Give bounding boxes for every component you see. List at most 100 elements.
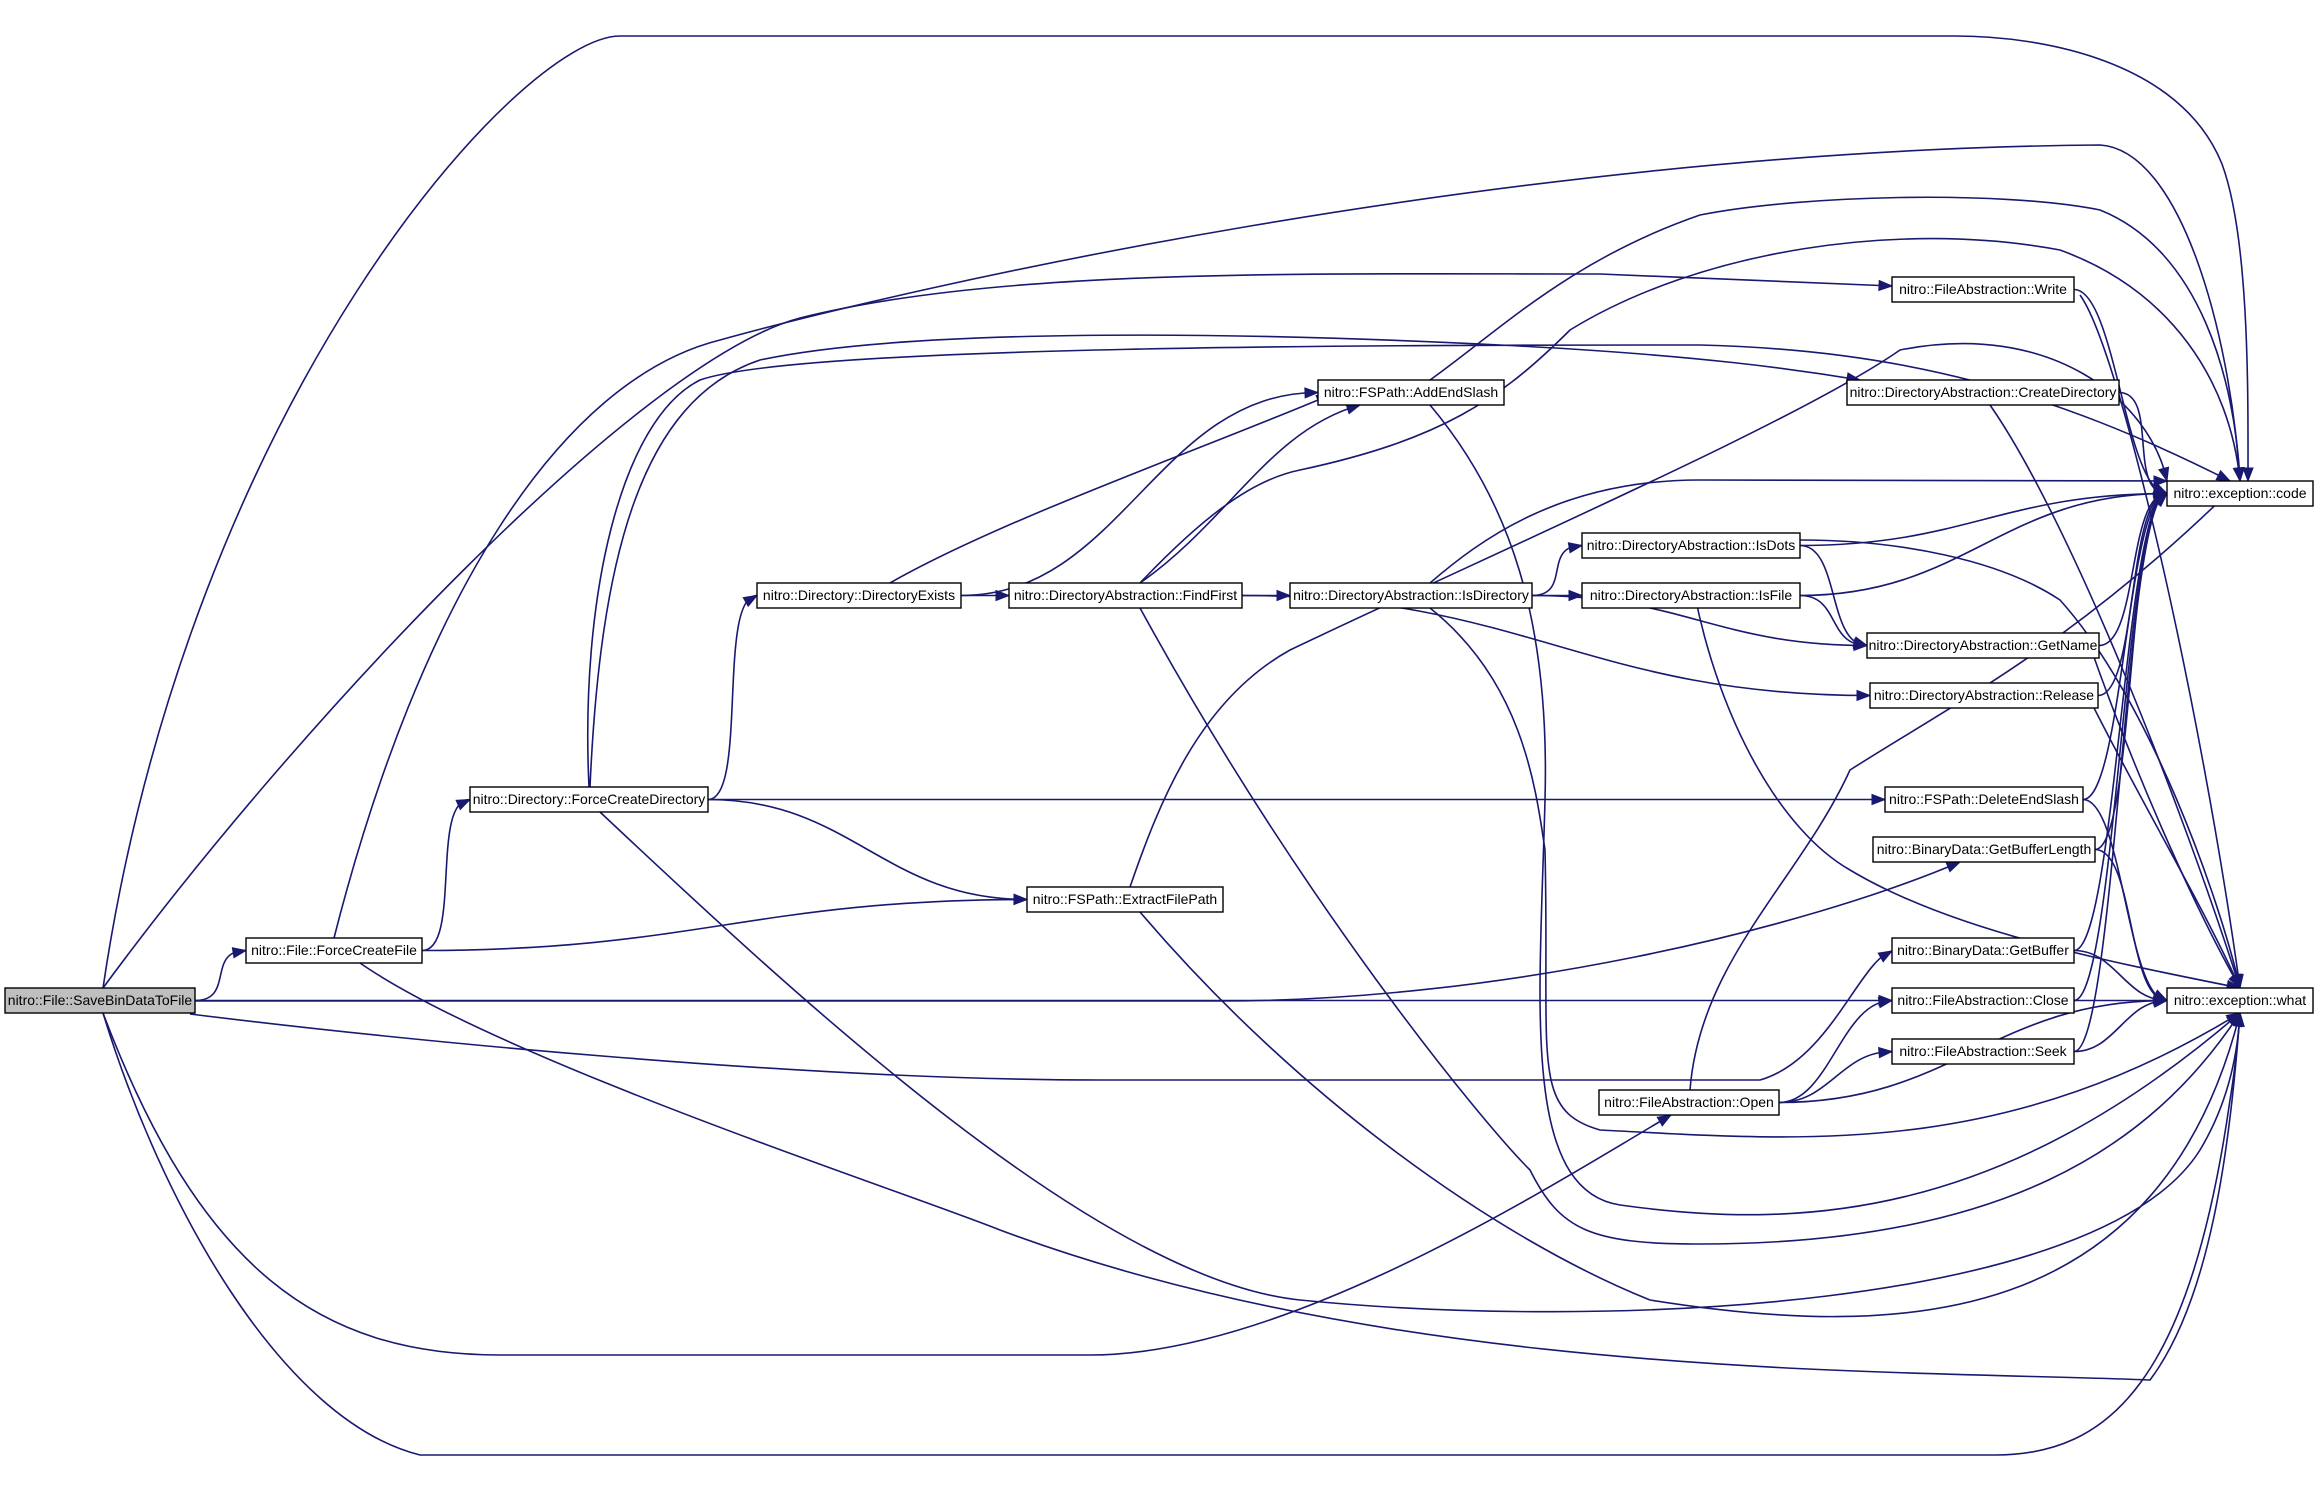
node-release[interactable]: nitro::DirectoryAbstraction::Release xyxy=(1869,682,2099,709)
node-addendslash[interactable]: nitro::FSPath::AddEndSlash xyxy=(1317,379,1505,406)
node-extractfilepath[interactable]: nitro::FSPath::ExtractFilePath xyxy=(1026,886,1224,913)
node-createdirectory[interactable]: nitro::DirectoryAbstraction::CreateDirec… xyxy=(1846,379,2120,406)
edge-isdirectory-to-code xyxy=(1429,475,2169,584)
edge-forcecreatefile-to-extractfilepath xyxy=(421,893,1029,952)
edge-line xyxy=(707,594,758,801)
edge-line xyxy=(194,949,247,1002)
node-close[interactable]: nitro::FileAbstraction::Close xyxy=(1891,987,2075,1014)
node-write[interactable]: nitro::FileAbstraction::Write xyxy=(1891,276,2075,303)
arrow-head xyxy=(2215,469,2232,482)
arrow-head xyxy=(1871,793,1887,806)
edge-forcecreatefile-to-forcecreatedir xyxy=(421,798,472,952)
edge-line xyxy=(589,334,1861,788)
arrow-head xyxy=(1878,279,1894,292)
node-label: nitro::DirectoryAbstraction::IsDots xyxy=(1587,537,1796,553)
edge-line xyxy=(1778,1050,1893,1104)
edge-forcecreatefile-to-code xyxy=(333,144,2245,939)
node-box xyxy=(245,937,423,964)
edge-line xyxy=(586,344,2231,788)
node-label: nitro::exception::what xyxy=(2174,992,2306,1008)
arrow-head xyxy=(995,589,1011,602)
edge-line xyxy=(2094,848,2168,1002)
edge-forcecreatedir-to-createdirectory xyxy=(589,334,1862,788)
edge-line xyxy=(102,35,2249,989)
node-box xyxy=(2166,987,2314,1014)
arrow-head xyxy=(2242,467,2254,483)
arrow-head xyxy=(1656,1114,1673,1127)
node-label: nitro::DirectoryAbstraction::IsDirectory xyxy=(1293,587,1529,603)
node-label: nitro::FileAbstraction::Close xyxy=(1897,992,2068,1008)
node-box xyxy=(756,582,962,609)
edge-line xyxy=(1139,404,1361,584)
edge-savebin-to-forcecreatefile xyxy=(194,947,248,1002)
arrow-head xyxy=(2233,467,2245,483)
node-findfirst[interactable]: nitro::DirectoryAbstraction::FindFirst xyxy=(1008,582,1243,609)
edge-findfirst-to-release xyxy=(1241,594,1872,702)
edge-seek-to-code xyxy=(2073,492,2169,1053)
edge-line xyxy=(189,950,1893,1081)
edge-line xyxy=(190,861,1961,1002)
node-box xyxy=(1872,836,2096,863)
arrow-head xyxy=(2152,996,2169,1008)
edge-line xyxy=(1241,594,1871,697)
edge-direxists-to-addendslash xyxy=(960,387,1320,597)
arrow-head xyxy=(2153,492,2169,507)
arrow-head xyxy=(231,947,248,959)
node-isfile[interactable]: nitro::DirectoryAbstraction::IsFile xyxy=(1581,582,1801,609)
node-getbufferlength[interactable]: nitro::BinaryData::GetBufferLength xyxy=(1872,836,2096,863)
edge-line xyxy=(1429,404,2241,1216)
arrow-head xyxy=(1945,861,1962,873)
node-box xyxy=(1598,1089,1780,1116)
arrow-head xyxy=(1568,589,1584,602)
edge-line xyxy=(1139,237,2241,584)
edge-line xyxy=(2073,288,2168,495)
node-open[interactable]: nitro::FileAbstraction::Open xyxy=(1598,1089,1780,1116)
edge-line xyxy=(421,798,471,952)
edge-line xyxy=(960,391,1319,597)
edge-line xyxy=(707,798,1028,901)
node-box xyxy=(1846,379,2120,406)
node-label: nitro::DirectoryAbstraction::CreateDirec… xyxy=(1850,384,2117,400)
node-direxists[interactable]: nitro::Directory::DirectoryExists xyxy=(756,582,962,609)
node-getbuffer[interactable]: nitro::BinaryData::GetBuffer xyxy=(1891,937,2075,964)
node-deleteendslash[interactable]: nitro::FSPath::DeleteEndSlash xyxy=(1884,786,2084,813)
edge-savebin-to-getbuffer xyxy=(189,950,1894,1081)
node-label: nitro::File::SaveBinDataToFile xyxy=(8,992,193,1008)
node-label: nitro::DirectoryAbstraction::FindFirst xyxy=(1014,587,1237,603)
node-label: nitro::BinaryData::GetBuffer xyxy=(1897,942,2069,958)
edge-line xyxy=(889,394,1331,584)
arrow-head xyxy=(2231,1011,2243,1028)
edge-forcecreatedir-to-direxists xyxy=(707,594,759,801)
node-label: nitro::FSPath::DeleteEndSlash xyxy=(1889,791,2079,807)
edge-line xyxy=(1429,479,2168,584)
node-forcecreatefile[interactable]: nitro::File::ForceCreateFile xyxy=(245,937,423,964)
node-box xyxy=(2166,480,2314,507)
node-getname[interactable]: nitro::DirectoryAbstraction::GetName xyxy=(1866,632,2100,659)
node-isdirectory[interactable]: nitro::DirectoryAbstraction::IsDirectory xyxy=(1289,582,1533,609)
node-what[interactable]: nitro::exception::what xyxy=(2166,987,2314,1014)
node-box xyxy=(1581,582,1801,609)
arrow-head xyxy=(1567,542,1584,554)
node-box xyxy=(1008,582,1243,609)
edge-isdots-to-what xyxy=(1799,539,2243,990)
edge-line xyxy=(2098,492,2168,647)
node-isdots[interactable]: nitro::DirectoryAbstraction::IsDots xyxy=(1581,532,1801,559)
edge-line xyxy=(1429,607,2241,1138)
arrow-head xyxy=(1852,637,1869,650)
edge-seek-to-what xyxy=(2073,996,2169,1053)
edge-forcecreatedir-to-deleteendslash xyxy=(708,793,1887,806)
edge-line xyxy=(1129,342,2168,888)
node-code[interactable]: nitro::exception::code xyxy=(2166,480,2314,507)
arrow-head xyxy=(1013,893,1029,905)
edge-line xyxy=(599,811,2241,1313)
node-savebin[interactable]: nitro::File::SaveBinDataToFile xyxy=(4,987,196,1014)
node-label: nitro::FileAbstraction::Open xyxy=(1604,1094,1774,1110)
node-forcecreatedir[interactable]: nitro::Directory::ForceCreateDirectory xyxy=(469,786,709,813)
node-label: nitro::FileAbstraction::Write xyxy=(1899,281,2067,297)
node-box xyxy=(1891,987,2075,1014)
node-seek[interactable]: nitro::FileAbstraction::Seek xyxy=(1891,1038,2075,1065)
node-label: nitro::FSPath::AddEndSlash xyxy=(1324,384,1498,400)
node-box xyxy=(1026,886,1224,913)
edge-line xyxy=(1139,607,2241,1245)
